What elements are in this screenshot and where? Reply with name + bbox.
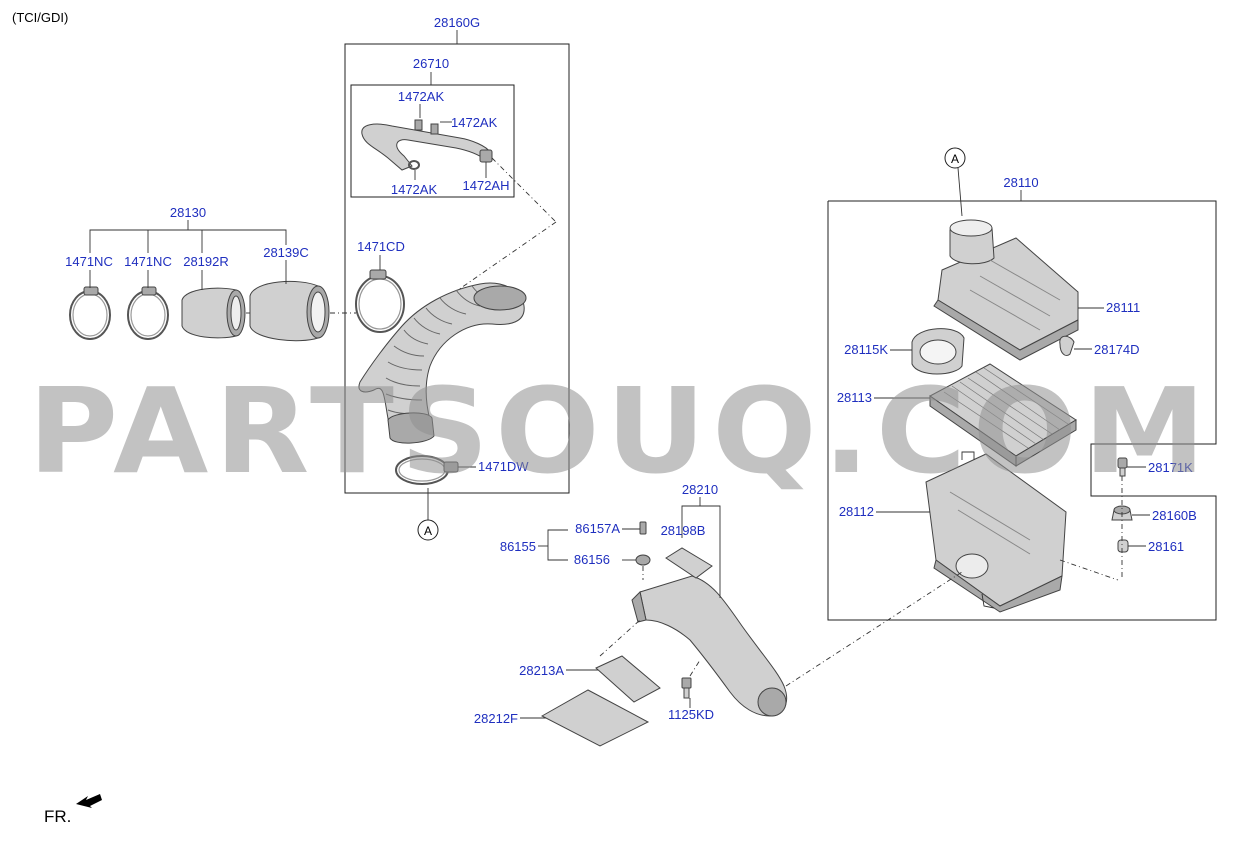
label-28111[interactable]: 28111 — [1106, 300, 1140, 315]
air-duct-28210-part — [631, 575, 788, 717]
grommet-28161-part — [1117, 539, 1129, 553]
group-box-26710 — [350, 84, 515, 198]
bolt-1125KD-part — [681, 677, 692, 699]
label-1472AK-right[interactable]: 1472AK — [451, 115, 498, 130]
watermark-text: PARTSOUQ.COM — [28, 362, 1212, 500]
label-86155[interactable]: 86155 — [500, 539, 536, 554]
front-arrow-icon — [76, 794, 102, 808]
label-28115K[interactable]: 28115K — [844, 342, 888, 357]
label-28210[interactable]: 28210 — [682, 482, 718, 497]
label-26710[interactable]: 26710 — [413, 56, 449, 71]
bolt-86157A-part — [639, 521, 647, 535]
svg-text:A: A — [424, 524, 432, 538]
adapter-28192R-part — [181, 287, 246, 339]
front-label: FR. — [44, 807, 71, 826]
air-filter-28113-part — [929, 363, 1077, 467]
label-28160B[interactable]: 28160B — [1152, 508, 1197, 523]
air-cleaner-body-28112-part — [925, 451, 1067, 613]
breather-hose-part — [361, 119, 493, 171]
label-1471NC-2[interactable]: 1471NC — [124, 254, 172, 269]
label-tag-28198B-part — [665, 547, 713, 579]
label-28161[interactable]: 28161 — [1148, 539, 1184, 554]
svg-text:A: A — [951, 152, 959, 166]
label-1471NC-1[interactable]: 1471NC — [65, 254, 113, 269]
label-28130[interactable]: 28130 — [170, 205, 206, 220]
front-direction-marker: FR. — [44, 794, 102, 826]
label-1472AK-top[interactable]: 1472AK — [398, 89, 445, 104]
clamp-1471CD-part — [355, 269, 405, 333]
duct-28139C-part — [249, 280, 330, 342]
air-intake-hose-part — [358, 282, 527, 444]
label-86157A[interactable]: 86157A — [575, 521, 620, 536]
callout-a-top: A — [944, 147, 966, 169]
group-box-28110 — [827, 200, 1217, 621]
label-1472AH[interactable]: 1472AH — [463, 178, 510, 193]
air-cleaner-cover-part — [933, 219, 1079, 361]
label-28192R[interactable]: 28192R — [183, 254, 229, 269]
label-28113[interactable]: 28113 — [837, 390, 872, 405]
clamp-1471NC-2-part — [127, 286, 169, 340]
clip-28174D-part — [1059, 335, 1075, 357]
label-28198B[interactable]: 28198B — [661, 523, 706, 538]
clamp-1471NC-1-part — [69, 286, 111, 340]
label-28110[interactable]: 28110 — [1003, 175, 1038, 190]
bolt-28171K-part — [1117, 457, 1128, 477]
label-28174D[interactable]: 28174D — [1094, 342, 1140, 357]
label-28139C[interactable]: 28139C — [263, 245, 309, 260]
label-86156[interactable]: 86156 — [574, 552, 610, 567]
clamp-1471DW-part — [395, 455, 459, 485]
bracket-28213A-part — [595, 655, 661, 703]
label-1125KD[interactable]: 1125KD — [668, 707, 714, 722]
assembly-lines — [246, 157, 1123, 687]
label-1472AK-bottom[interactable]: 1472AK — [391, 182, 438, 197]
label-28160G[interactable]: 28160G — [434, 15, 480, 30]
leader-lines — [89, 30, 1150, 719]
callout-a-bottom: A — [417, 519, 439, 541]
variant-title: (TCI/GDI) — [12, 10, 68, 25]
label-28171K[interactable]: 28171K — [1148, 460, 1193, 475]
washer-86156-part — [635, 554, 651, 566]
label-28212F[interactable]: 28212F — [474, 711, 518, 726]
seal-28115K-part — [911, 328, 965, 375]
label-28213A[interactable]: 28213A — [519, 663, 564, 678]
label-1471CD[interactable]: 1471CD — [357, 239, 405, 254]
label-1471DW[interactable]: 1471DW — [478, 459, 529, 474]
cover-28212F-part — [540, 689, 650, 747]
label-28112[interactable]: 28112 — [839, 504, 874, 519]
